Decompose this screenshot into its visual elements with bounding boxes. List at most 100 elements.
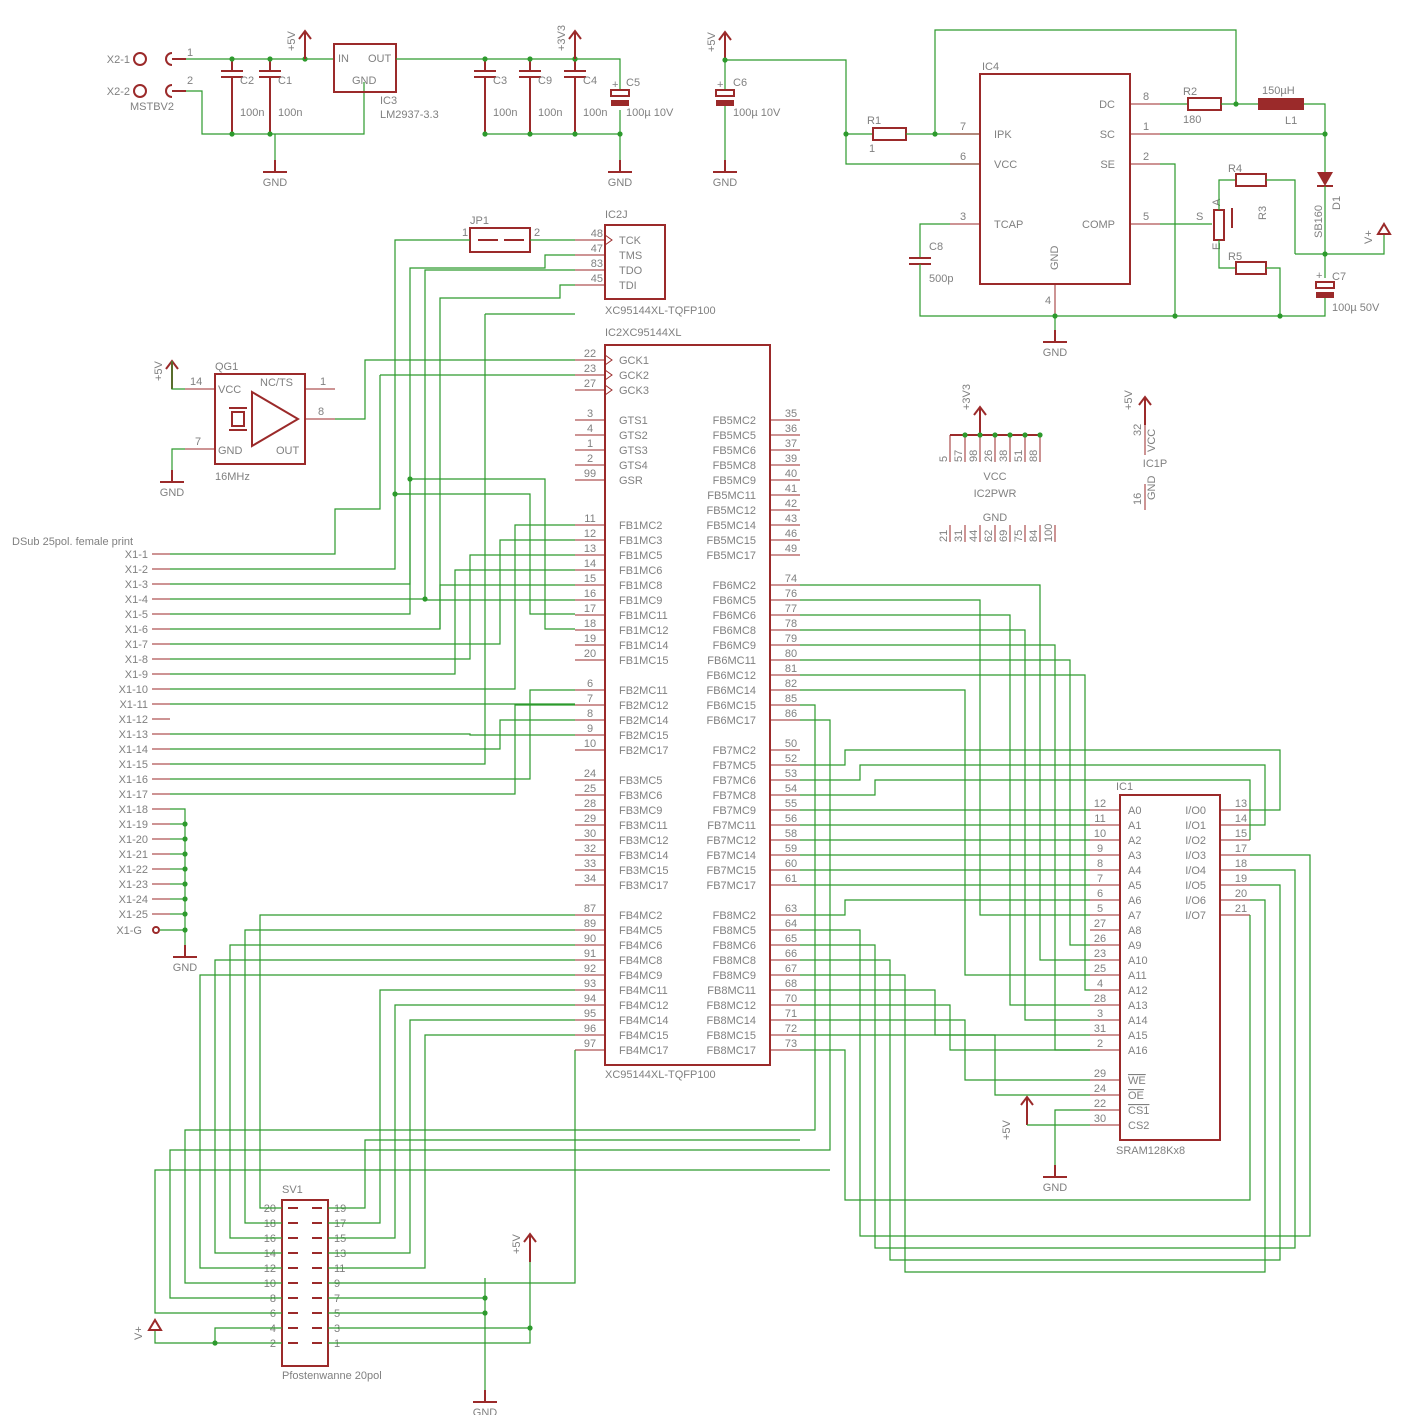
wire xyxy=(800,854,1311,1237)
screw-terminal-icon xyxy=(133,84,147,98)
pot-label-s: S xyxy=(1196,211,1203,223)
supply-arrow-icon xyxy=(1138,395,1152,406)
resistor-name: R4 xyxy=(1228,163,1242,175)
supply-arrow-icon xyxy=(973,405,987,416)
pin-number: 17 xyxy=(334,1218,346,1230)
ic2-pin-label: FB8MC6 xyxy=(713,940,756,952)
capacitor-name: C3 xyxy=(493,75,507,87)
pin-number: 65 xyxy=(785,933,797,945)
ic1-pin-label: A16 xyxy=(1128,1045,1148,1057)
pin-number: 8 xyxy=(270,1293,276,1305)
crystal-icon xyxy=(231,411,245,427)
junction-dot xyxy=(482,56,488,62)
pin-number: 38 xyxy=(998,450,1010,462)
ic2-pin-label: FB1MC2 xyxy=(619,520,662,532)
supply-arrow-icon xyxy=(523,1232,537,1243)
ic1-name: IC1 xyxy=(1116,781,1133,793)
pin-number: 43 xyxy=(785,513,797,525)
pin-number: 11 xyxy=(334,1263,345,1275)
junction-dot xyxy=(267,131,273,137)
pin-number: 10 xyxy=(1094,828,1106,840)
wire xyxy=(170,704,575,795)
pin-number: 91 xyxy=(584,948,596,960)
ic1-pin-label: A9 xyxy=(1128,940,1141,952)
pin-number: 58 xyxy=(785,828,797,840)
ic1-pin-label: CS1 xyxy=(1128,1105,1149,1117)
pin-number: 16 xyxy=(264,1233,276,1245)
pin-number: 67 xyxy=(785,963,797,975)
connector-x1-pin-label: X1-17 xyxy=(119,789,148,801)
ground-label: GND xyxy=(608,177,633,189)
pin-number: 62 xyxy=(983,530,995,542)
pin-number: 51 xyxy=(1013,450,1025,462)
pin-number: 19 xyxy=(1235,873,1247,885)
pin-number: 17 xyxy=(1235,843,1247,855)
inductor-name: L1 xyxy=(1285,115,1297,127)
ic2pwr-name: IC2PWR xyxy=(974,488,1017,500)
capacitor-name: C8 xyxy=(929,241,943,253)
connector-x1-pin-label: X1-15 xyxy=(119,759,148,771)
ic2-pin-label: FB1MC6 xyxy=(619,565,662,577)
ic1-pin-label: A10 xyxy=(1128,955,1148,967)
oscillator-value: 16MHz xyxy=(215,471,250,483)
ic4-pin-label: SC xyxy=(1100,129,1115,141)
ic2-pin-label: FB4MC9 xyxy=(619,970,662,982)
pin-number: 24 xyxy=(584,768,596,780)
wire xyxy=(244,929,575,1224)
ic2-pin-label: FB4MC12 xyxy=(619,1000,669,1012)
ic1-pin-label: A11 xyxy=(1128,970,1147,982)
junction-dot xyxy=(962,432,968,438)
ic2-pin-label: FB3MC6 xyxy=(619,790,662,802)
capacitor-value: 100n xyxy=(538,107,562,119)
wire xyxy=(171,448,185,470)
pin-number: 9 xyxy=(334,1278,340,1290)
regulator-pin-out: OUT xyxy=(368,53,392,65)
ic2-pin-label: FB5MC14 xyxy=(706,520,756,532)
ic2-pin-label: FB1MC14 xyxy=(619,640,669,652)
wire xyxy=(214,1327,282,1343)
resistor-body xyxy=(1235,261,1267,275)
junction-dot xyxy=(1022,432,1028,438)
junction-dot xyxy=(182,821,188,827)
ic2-pin-label: FB4MC6 xyxy=(619,940,662,952)
connector-x1-pin-label: X1-24 xyxy=(119,894,148,906)
wire xyxy=(800,915,1251,1201)
ic1p-name: IC1P xyxy=(1143,458,1167,470)
wire xyxy=(410,478,575,630)
pin-number: 4 xyxy=(587,423,593,435)
pin-number: 55 xyxy=(785,798,797,810)
wire xyxy=(170,524,575,690)
regulator-name: IC3 xyxy=(380,95,397,107)
cap-polarity: + xyxy=(612,79,618,91)
ic1-pin-label: A6 xyxy=(1128,895,1141,907)
junction-dot xyxy=(482,131,488,137)
pin-number: 20 xyxy=(1235,888,1247,900)
wire xyxy=(800,1034,1090,1096)
terminal-plug-icon xyxy=(165,52,173,66)
supply-arrow-icon xyxy=(298,29,312,40)
pin-number: 31 xyxy=(953,530,965,542)
pin-number: 6 xyxy=(960,151,966,163)
junction-dot xyxy=(977,432,983,438)
pin-number: 8 xyxy=(1097,858,1103,870)
ic2-pin-label: GTS4 xyxy=(619,460,648,472)
wire xyxy=(800,644,1090,1051)
pin-number: 98 xyxy=(968,450,980,462)
ic1-pin-label: OE xyxy=(1128,1090,1144,1102)
ic1-body xyxy=(1119,794,1221,1141)
pin-number: 35 xyxy=(785,408,797,420)
pin-number: 39 xyxy=(785,453,797,465)
pin-number: 12 xyxy=(1094,798,1106,810)
pin-number: 7 xyxy=(195,436,201,448)
junction-dot xyxy=(527,131,533,137)
connector-x1-pin-label: X1-14 xyxy=(119,744,148,756)
pin-number: 54 xyxy=(785,783,797,795)
ic2j-pin-label: TMS xyxy=(619,250,642,262)
connector-x1-pin-label: X1-1 xyxy=(125,549,148,561)
wire xyxy=(439,584,575,629)
ic2-pin-label: FB3MC5 xyxy=(619,775,662,787)
pin-number: 1 xyxy=(1143,121,1149,133)
pin-number: 29 xyxy=(1094,1068,1106,1080)
pin-number: 74 xyxy=(785,573,797,585)
connector-x1-pin-label: X1-6 xyxy=(125,624,148,636)
